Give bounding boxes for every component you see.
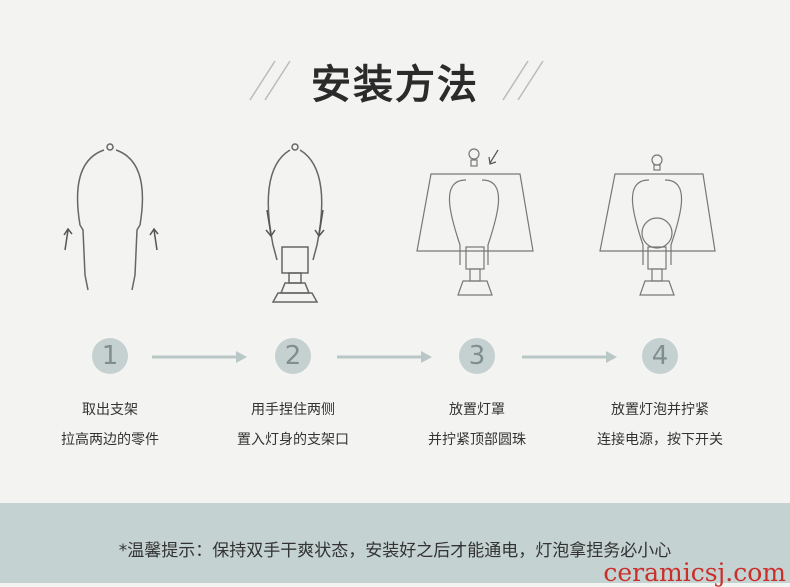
illustration-harp <box>63 143 159 291</box>
step-4-number: 4 <box>642 338 678 374</box>
arrow-right-icon <box>152 351 247 363</box>
step-3-title: 放置灯罩 <box>449 402 505 418</box>
page-title: 安装方法 <box>311 62 479 108</box>
step-4-title: 放置灯泡并拧紧 <box>611 402 709 418</box>
arrow-right-icon <box>522 351 617 363</box>
step-4-desc: 连接电源，按下开关 <box>597 432 723 448</box>
step-1-title: 取出支架 <box>82 402 138 418</box>
step-3-desc: 并拧紧顶部圆珠 <box>428 432 526 448</box>
footer-band: *温馨提示：保持双手干爽状态，安装好之后才能通电，灯泡拿捏务必小心 cerami… <box>0 503 790 587</box>
decorative-slashes-left <box>249 60 291 101</box>
step-2-number: 2 <box>275 338 311 374</box>
step-1-number: 1 <box>92 338 128 374</box>
step-1-desc: 拉高两边的零件 <box>61 432 159 448</box>
safety-tip: *温馨提示：保持双手干爽状态，安装好之后才能通电，灯泡拿捏务必小心 <box>118 541 672 561</box>
illustration-harp-base <box>265 143 325 303</box>
watermark: ceramicsj.com <box>603 558 786 587</box>
decorative-slashes-right <box>502 60 544 101</box>
step-2-title: 用手捏住两侧 <box>251 402 335 418</box>
illustration-shade <box>416 148 534 296</box>
arrow-right-icon <box>337 351 432 363</box>
step-2-desc: 置入灯身的支架口 <box>237 432 349 448</box>
illustration-shade-bulb <box>599 154 716 296</box>
step-3-number: 3 <box>459 338 495 374</box>
